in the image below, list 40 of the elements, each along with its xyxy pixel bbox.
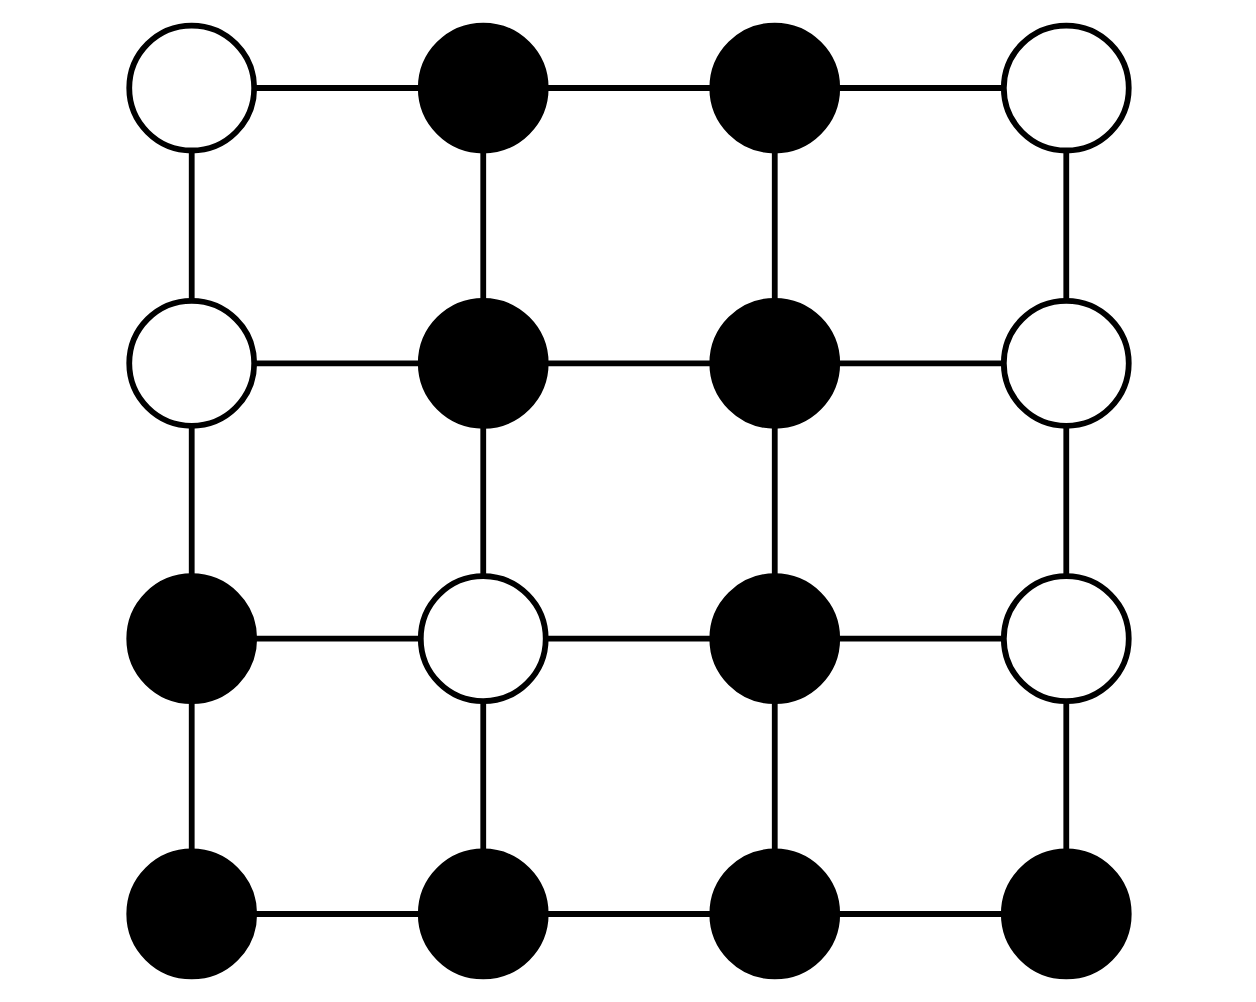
node-circle (999, 573, 1131, 704)
connector (770, 701, 777, 852)
node-circle (416, 298, 548, 429)
node-circle (125, 22, 257, 154)
connector (544, 85, 712, 91)
node-circle (708, 848, 840, 980)
connector (544, 635, 712, 642)
node-circle (416, 22, 548, 154)
connector (253, 360, 420, 367)
connector (836, 635, 1003, 642)
connector (1062, 701, 1069, 852)
node-circle (708, 22, 840, 154)
connector (836, 911, 1003, 917)
connector (770, 151, 777, 301)
connector (253, 911, 420, 917)
node-circle (999, 848, 1131, 980)
connector (187, 151, 194, 301)
connector (479, 701, 486, 852)
node-circle (125, 848, 257, 980)
connector (479, 151, 486, 301)
connector (544, 360, 712, 367)
node-circle (708, 573, 840, 704)
connector (1062, 151, 1069, 301)
connector (187, 701, 194, 852)
node-circle (999, 298, 1131, 429)
node-circle (416, 573, 548, 704)
connector (1062, 426, 1069, 576)
node-circle (708, 298, 840, 429)
connector (253, 635, 420, 642)
node-circle (125, 573, 257, 704)
node-circle (416, 848, 548, 980)
node-circle (125, 298, 257, 429)
connector (836, 360, 1003, 367)
connector (253, 85, 420, 91)
connector (836, 85, 1003, 91)
connector (187, 426, 194, 576)
connector (479, 426, 486, 576)
node-circle (999, 22, 1131, 154)
connector (770, 426, 777, 576)
connector (544, 911, 712, 917)
